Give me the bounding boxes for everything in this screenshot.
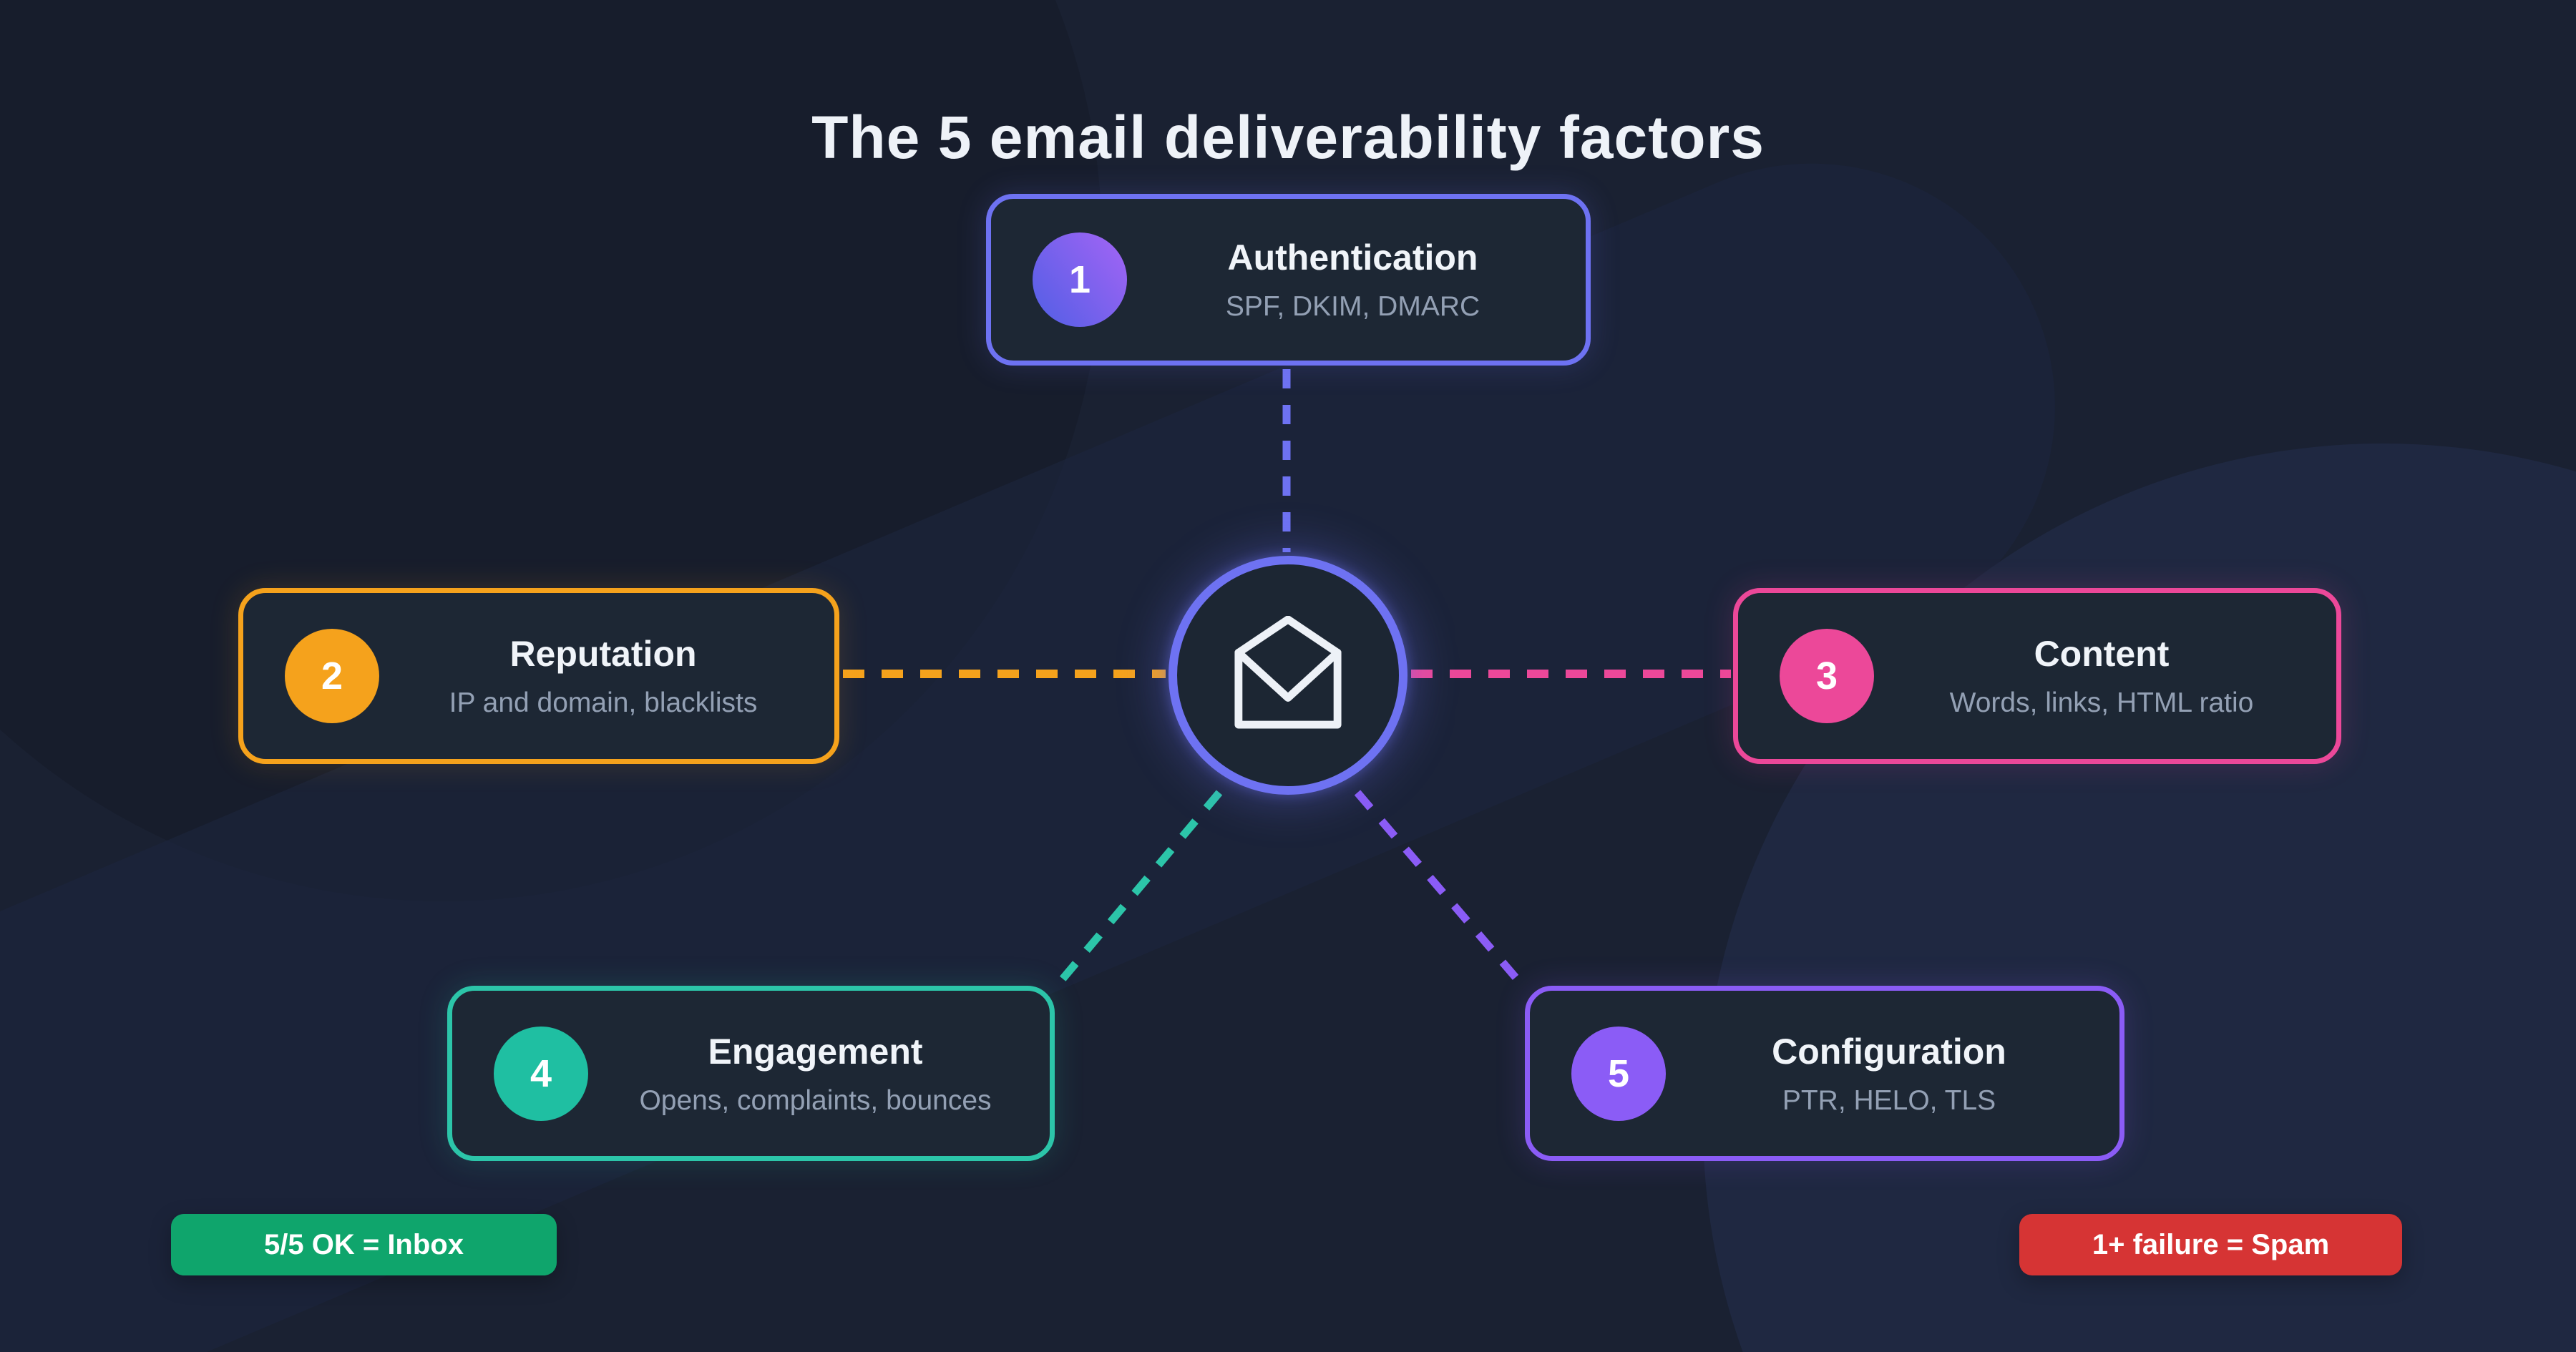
factor-name: Engagement xyxy=(708,1031,923,1072)
factor-card-configuration: 5 Configuration PTR, HELO, TLS xyxy=(1525,986,2124,1161)
factor-number-badge: 5 xyxy=(1571,1026,1666,1121)
factor-text: Authentication SPF, DKIM, DMARC xyxy=(1161,237,1544,323)
factor-text: Configuration PTR, HELO, TLS xyxy=(1700,1031,2078,1117)
factor-details: PTR, HELO, TLS xyxy=(1782,1084,1996,1116)
connector-configuration xyxy=(1354,790,1526,989)
factor-name: Reputation xyxy=(509,634,697,674)
factor-number-badge: 3 xyxy=(1780,629,1874,723)
inbox-success-badge: 5/5 OK = Inbox xyxy=(171,1214,557,1275)
factor-text: Engagement Opens, complaints, bounces xyxy=(623,1031,1008,1117)
factor-details: IP and domain, blacklists xyxy=(449,687,758,718)
factor-card-engagement: 4 Engagement Opens, complaints, bounces xyxy=(447,986,1055,1161)
factor-name: Configuration xyxy=(1772,1031,2006,1072)
factor-number-badge: 1 xyxy=(1033,232,1127,327)
factor-details: Words, links, HTML ratio xyxy=(1949,687,2254,718)
central-hub xyxy=(1169,556,1407,795)
factor-text: Reputation IP and domain, blacklists xyxy=(414,633,793,719)
factor-number-badge: 2 xyxy=(285,629,379,723)
factor-card-content: 3 Content Words, links, HTML ratio xyxy=(1733,588,2341,764)
connector-engagement xyxy=(1053,790,1223,989)
factor-text: Content Words, links, HTML ratio xyxy=(1908,633,2295,719)
page-title: The 5 email deliverability factors xyxy=(811,104,1765,172)
open-envelope-icon xyxy=(1231,616,1345,732)
factor-card-reputation: 2 Reputation IP and domain, blacklists xyxy=(238,588,839,764)
factor-name: Authentication xyxy=(1227,237,1478,278)
spam-failure-badge: 1+ failure = Spam xyxy=(2019,1214,2402,1275)
factor-details: Opens, complaints, bounces xyxy=(639,1084,992,1116)
factor-number-badge: 4 xyxy=(494,1026,588,1121)
factor-card-authentication: 1 Authentication SPF, DKIM, DMARC xyxy=(986,194,1591,366)
factor-name: Content xyxy=(2034,634,2170,674)
factor-details: SPF, DKIM, DMARC xyxy=(1225,291,1480,322)
